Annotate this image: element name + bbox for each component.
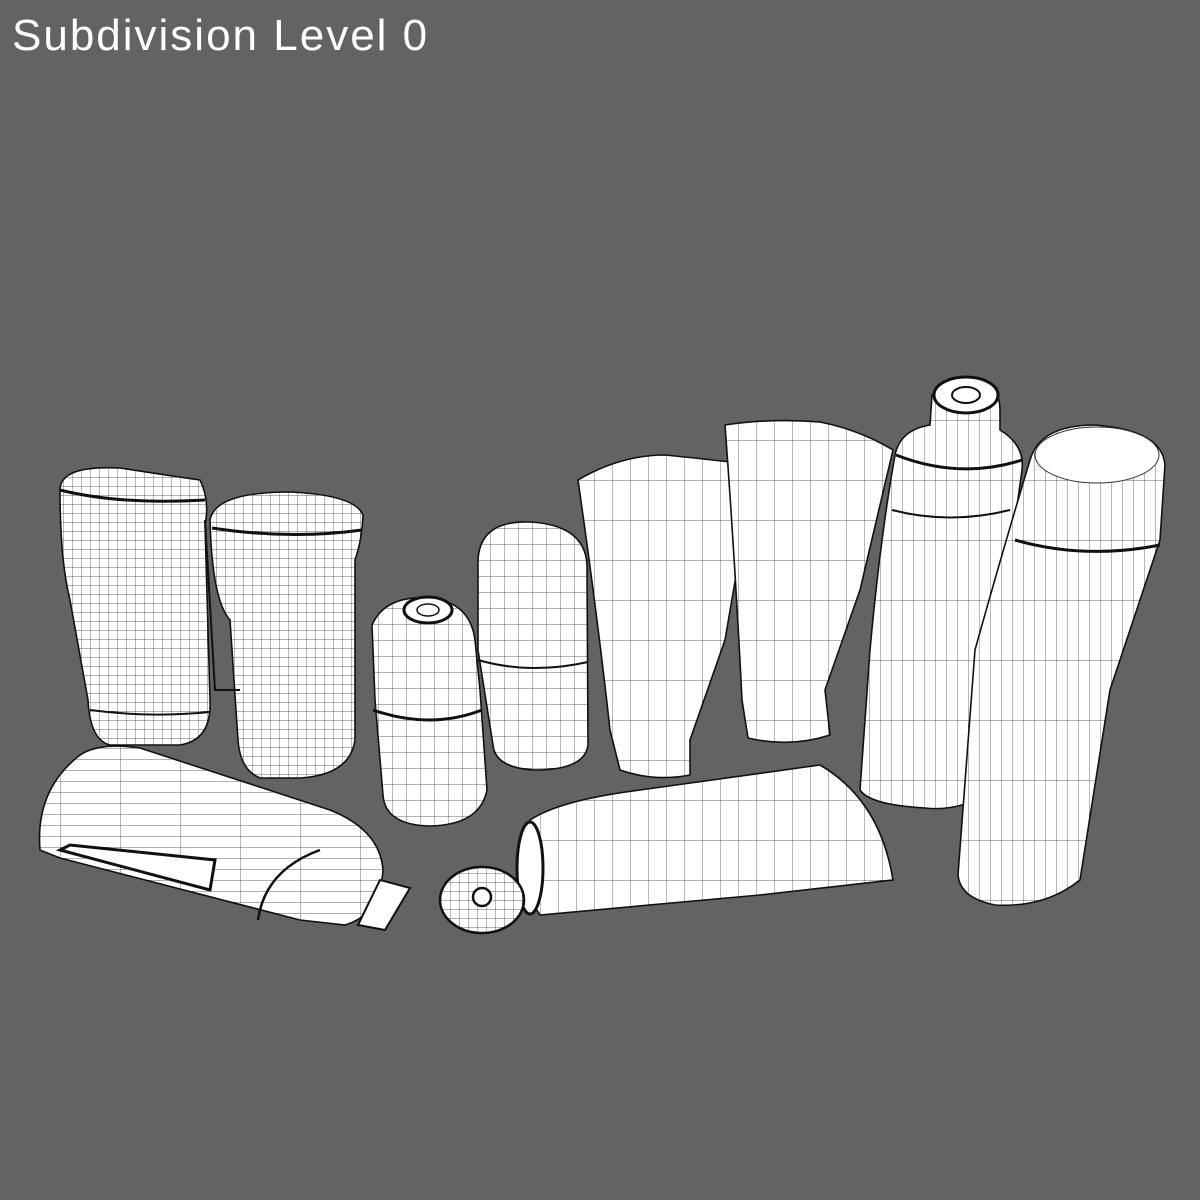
subdivision-level-label: Subdivision Level 0 xyxy=(12,11,430,60)
tube-cap xyxy=(438,865,526,935)
tall-bottle xyxy=(957,424,1166,907)
small-capped-bottle xyxy=(371,595,488,827)
roll-on-bottle xyxy=(477,521,589,771)
standing-tube-2 xyxy=(724,419,894,744)
lying-tube xyxy=(515,764,894,916)
lying-flip-cap-bottle xyxy=(38,745,412,932)
standing-tube-1 xyxy=(577,454,756,779)
stick-deodorant-left xyxy=(59,466,211,746)
stick-deodorant-right xyxy=(204,491,364,779)
